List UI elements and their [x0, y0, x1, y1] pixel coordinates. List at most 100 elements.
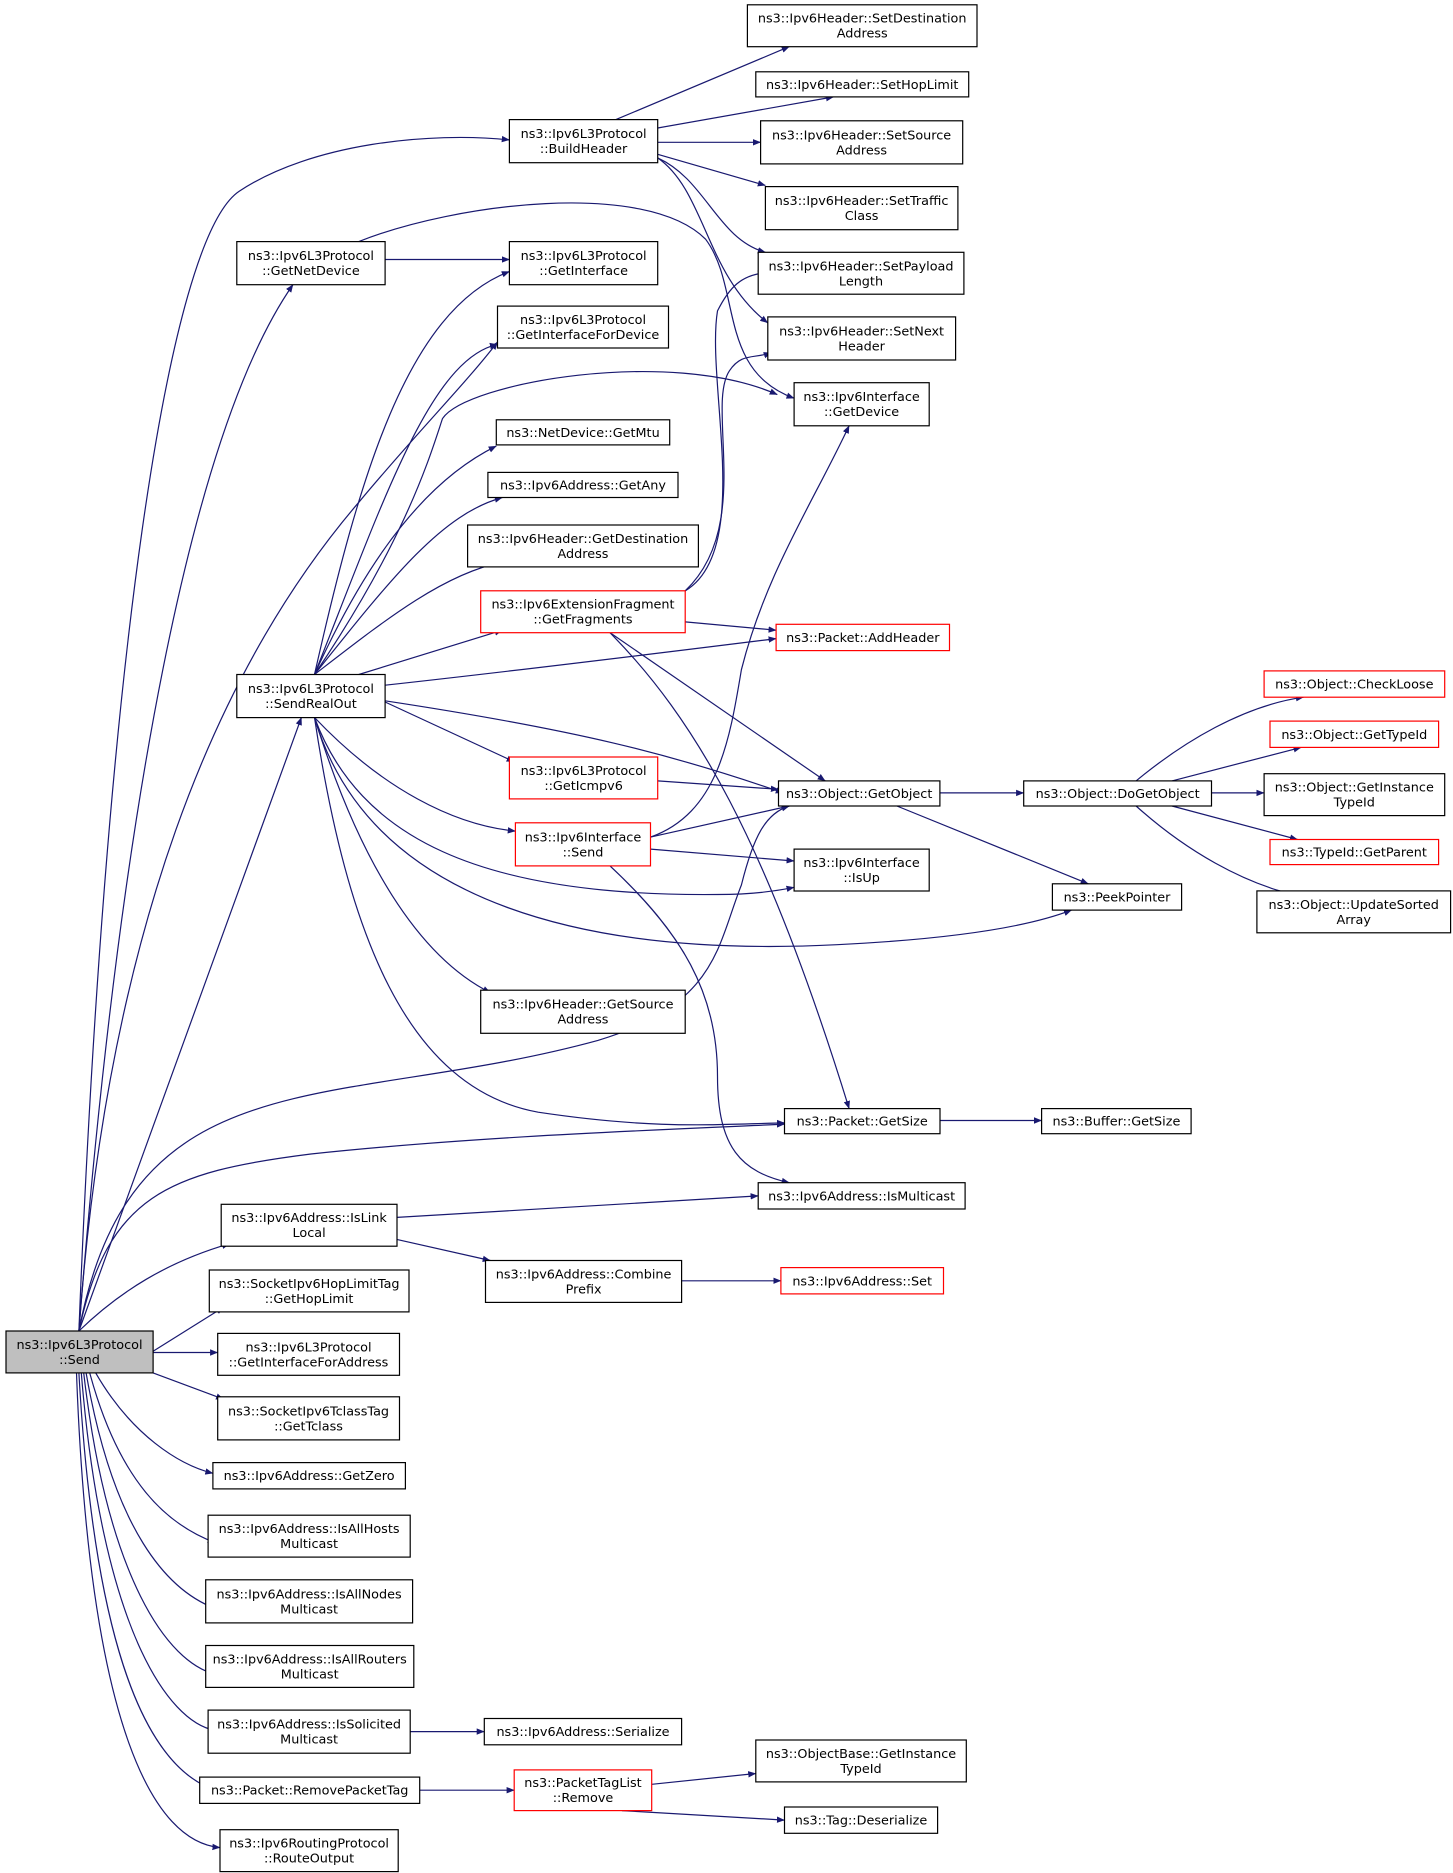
node-typeid-get-parent[interactable]: ns3::TypeId::GetParent	[1269, 838, 1440, 866]
node-box	[755, 1739, 967, 1783]
node-send-real-out[interactable]: ns3::Ipv6L3Protocol::SendRealOut	[236, 673, 386, 719]
node-addr-get-any[interactable]: ns3::Ipv6Address::GetAny	[487, 471, 679, 499]
node-box	[793, 848, 930, 892]
node-netdevice-get-mtu[interactable]: ns3::NetDevice::GetMtu	[495, 419, 671, 446]
node-set-hop-limit[interactable]: ns3::Ipv6Header::SetHopLimit	[755, 71, 970, 98]
node-label-line: ::GetNetDevice	[262, 264, 360, 279]
edge-get_fragments-to-object_get_object	[609, 632, 826, 782]
node-addr-is-multicast[interactable]: ns3::Ipv6Address::IsMulticast	[757, 1182, 966, 1210]
node-get-icmpv6[interactable]: ns3::Ipv6L3Protocol::GetIcmpv6	[508, 756, 659, 800]
node-box	[1269, 838, 1440, 866]
node-label-line: ::GetTclass	[274, 1419, 343, 1434]
node-box	[1040, 1107, 1192, 1135]
node-label-line: Class	[845, 209, 879, 224]
node-get-fragments[interactable]: ns3::Ipv6ExtensionFragment::GetFragments	[480, 590, 686, 634]
node-label-line: ns3::Packet::RemovePacketTag	[211, 1784, 409, 1799]
node-label-line: ns3::Object::UpdateSorted	[1268, 898, 1438, 913]
node-label-line: ns3::Ipv6Header::SetSource	[772, 128, 951, 143]
node-packet-remove-tag[interactable]: ns3::Packet::RemovePacketTag	[199, 1776, 421, 1804]
edge-send-to-hoplimit_tag_get	[152, 1306, 224, 1352]
node-label-line: ns3::Ipv6Header::GetDestination	[478, 532, 688, 547]
node-label-line: TypeId	[1333, 796, 1375, 811]
node-label-line: ns3::Object::GetObject	[786, 787, 932, 802]
edge-send_real_out-to-packet_get_size	[313, 717, 785, 1127]
call-edges	[75, 46, 1304, 1851]
node-label-line: ::IsUp	[843, 871, 880, 886]
node-get-net-device[interactable]: ns3::Ipv6L3Protocol::GetNetDevice	[236, 241, 386, 286]
node-label-line: Local	[293, 1226, 326, 1241]
node-get-interface-for-address[interactable]: ns3::Ipv6L3Protocol::GetInterfaceForAddr…	[217, 1332, 401, 1376]
node-label-line: Multicast	[281, 1668, 339, 1683]
edge-object_do_get_object-to-object_get_type_id	[1171, 746, 1302, 782]
edge-get_icmpv6-to-object_get_object	[657, 780, 779, 792]
node-packet-get-size[interactable]: ns3::Packet::GetSize	[783, 1107, 941, 1135]
node-object-check-loose[interactable]: ns3::Object::CheckLoose	[1263, 670, 1446, 698]
node-label-line: ns3::Buffer::GetSize	[1052, 1115, 1180, 1130]
node-box	[5, 1330, 154, 1374]
node-box	[484, 1259, 683, 1304]
node-addr-serialize[interactable]: ns3::Ipv6Address::Serialize	[483, 1717, 683, 1746]
node-route-output[interactable]: ns3::Ipv6RoutingProtocol::RouteOutput	[219, 1829, 399, 1873]
edge-send-to-get_net_device	[78, 284, 294, 1332]
edge-send-to-addr_is_all_hosts	[89, 1372, 216, 1544]
node-addr-set[interactable]: ns3::Ipv6Address::Set	[780, 1266, 945, 1295]
edge-build_header-to-set_traffic_class	[657, 153, 766, 187]
node-label-line: ns3::Ipv6Address::IsAllNodes	[217, 1587, 402, 1602]
node-send[interactable]: ns3::Ipv6L3Protocol::Send	[5, 1330, 154, 1374]
node-peek-pointer[interactable]: ns3::PeekPointer	[1051, 883, 1183, 911]
node-box	[495, 419, 671, 446]
edge-iface_send-to-addr_is_multicast	[609, 865, 790, 1185]
node-box	[205, 1579, 414, 1624]
node-label-line: ::GetDevice	[824, 405, 899, 420]
node-hoplimit-tag-get[interactable]: ns3::SocketIpv6HopLimitTag::GetHopLimit	[208, 1269, 410, 1313]
node-iface-is-up[interactable]: ns3::Ipv6Interface::IsUp	[793, 848, 930, 892]
node-object-get-type-id[interactable]: ns3::Object::GetTypeId	[1269, 720, 1440, 748]
node-label-line: ns3::Ipv6Interface	[525, 830, 642, 845]
node-box	[212, 1461, 406, 1490]
node-label-line: ns3::ObjectBase::GetInstance	[766, 1747, 956, 1762]
edge-send_real_out-to-object_get_object	[385, 700, 784, 794]
node-box	[757, 1182, 966, 1210]
node-object-do-get-object[interactable]: ns3::Object::DoGetObject	[1023, 780, 1213, 807]
node-buffer-get-size[interactable]: ns3::Buffer::GetSize	[1040, 1107, 1192, 1135]
node-iface-get-device[interactable]: ns3::Ipv6Interface::GetDevice	[793, 382, 930, 427]
edge-packet_tag_list_remove-to-tag_deserialize	[621, 1810, 785, 1823]
node-object-get-object[interactable]: ns3::Object::GetObject	[777, 780, 941, 807]
node-get-interface[interactable]: ns3::Ipv6L3Protocol::GetInterface	[508, 241, 659, 286]
node-get-interface-for-device[interactable]: ns3::Ipv6L3Protocol::GetInterfaceForDevi…	[496, 305, 670, 349]
node-box	[208, 1269, 410, 1313]
node-label-line: ::SendRealOut	[265, 697, 357, 712]
node-label-line: ns3::SocketIpv6TclassTag	[228, 1404, 389, 1419]
node-label-line: ::GetInterface	[539, 264, 628, 279]
node-packet-add-header[interactable]: ns3::Packet::AddHeader	[775, 623, 951, 652]
node-tclass-tag-get[interactable]: ns3::SocketIpv6TclassTag::GetTclass	[217, 1396, 401, 1441]
node-label-line: ns3::Ipv6L3Protocol	[248, 682, 374, 697]
node-packet-tag-list-remove[interactable]: ns3::PacketTagList::Remove	[513, 1769, 653, 1812]
edge-get_fragments-to-set_payload_length	[684, 270, 766, 592]
edge-send_real_out-to-netdevice_get_mtu	[313, 445, 497, 675]
node-label-line: ns3::Ipv6Address::GetAny	[500, 478, 666, 493]
node-build-header[interactable]: ns3::Ipv6L3Protocol::BuildHeader	[508, 118, 659, 164]
node-box	[757, 251, 965, 295]
node-iface-send[interactable]: ns3::Ipv6Interface::Send	[514, 822, 652, 867]
edge-addr_is_link_local-to-addr_is_multicast	[396, 1193, 759, 1218]
node-tag-deserialize[interactable]: ns3::Tag::Deserialize	[783, 1806, 939, 1834]
node-addr-get-zero[interactable]: ns3::Ipv6Address::GetZero	[212, 1461, 406, 1490]
